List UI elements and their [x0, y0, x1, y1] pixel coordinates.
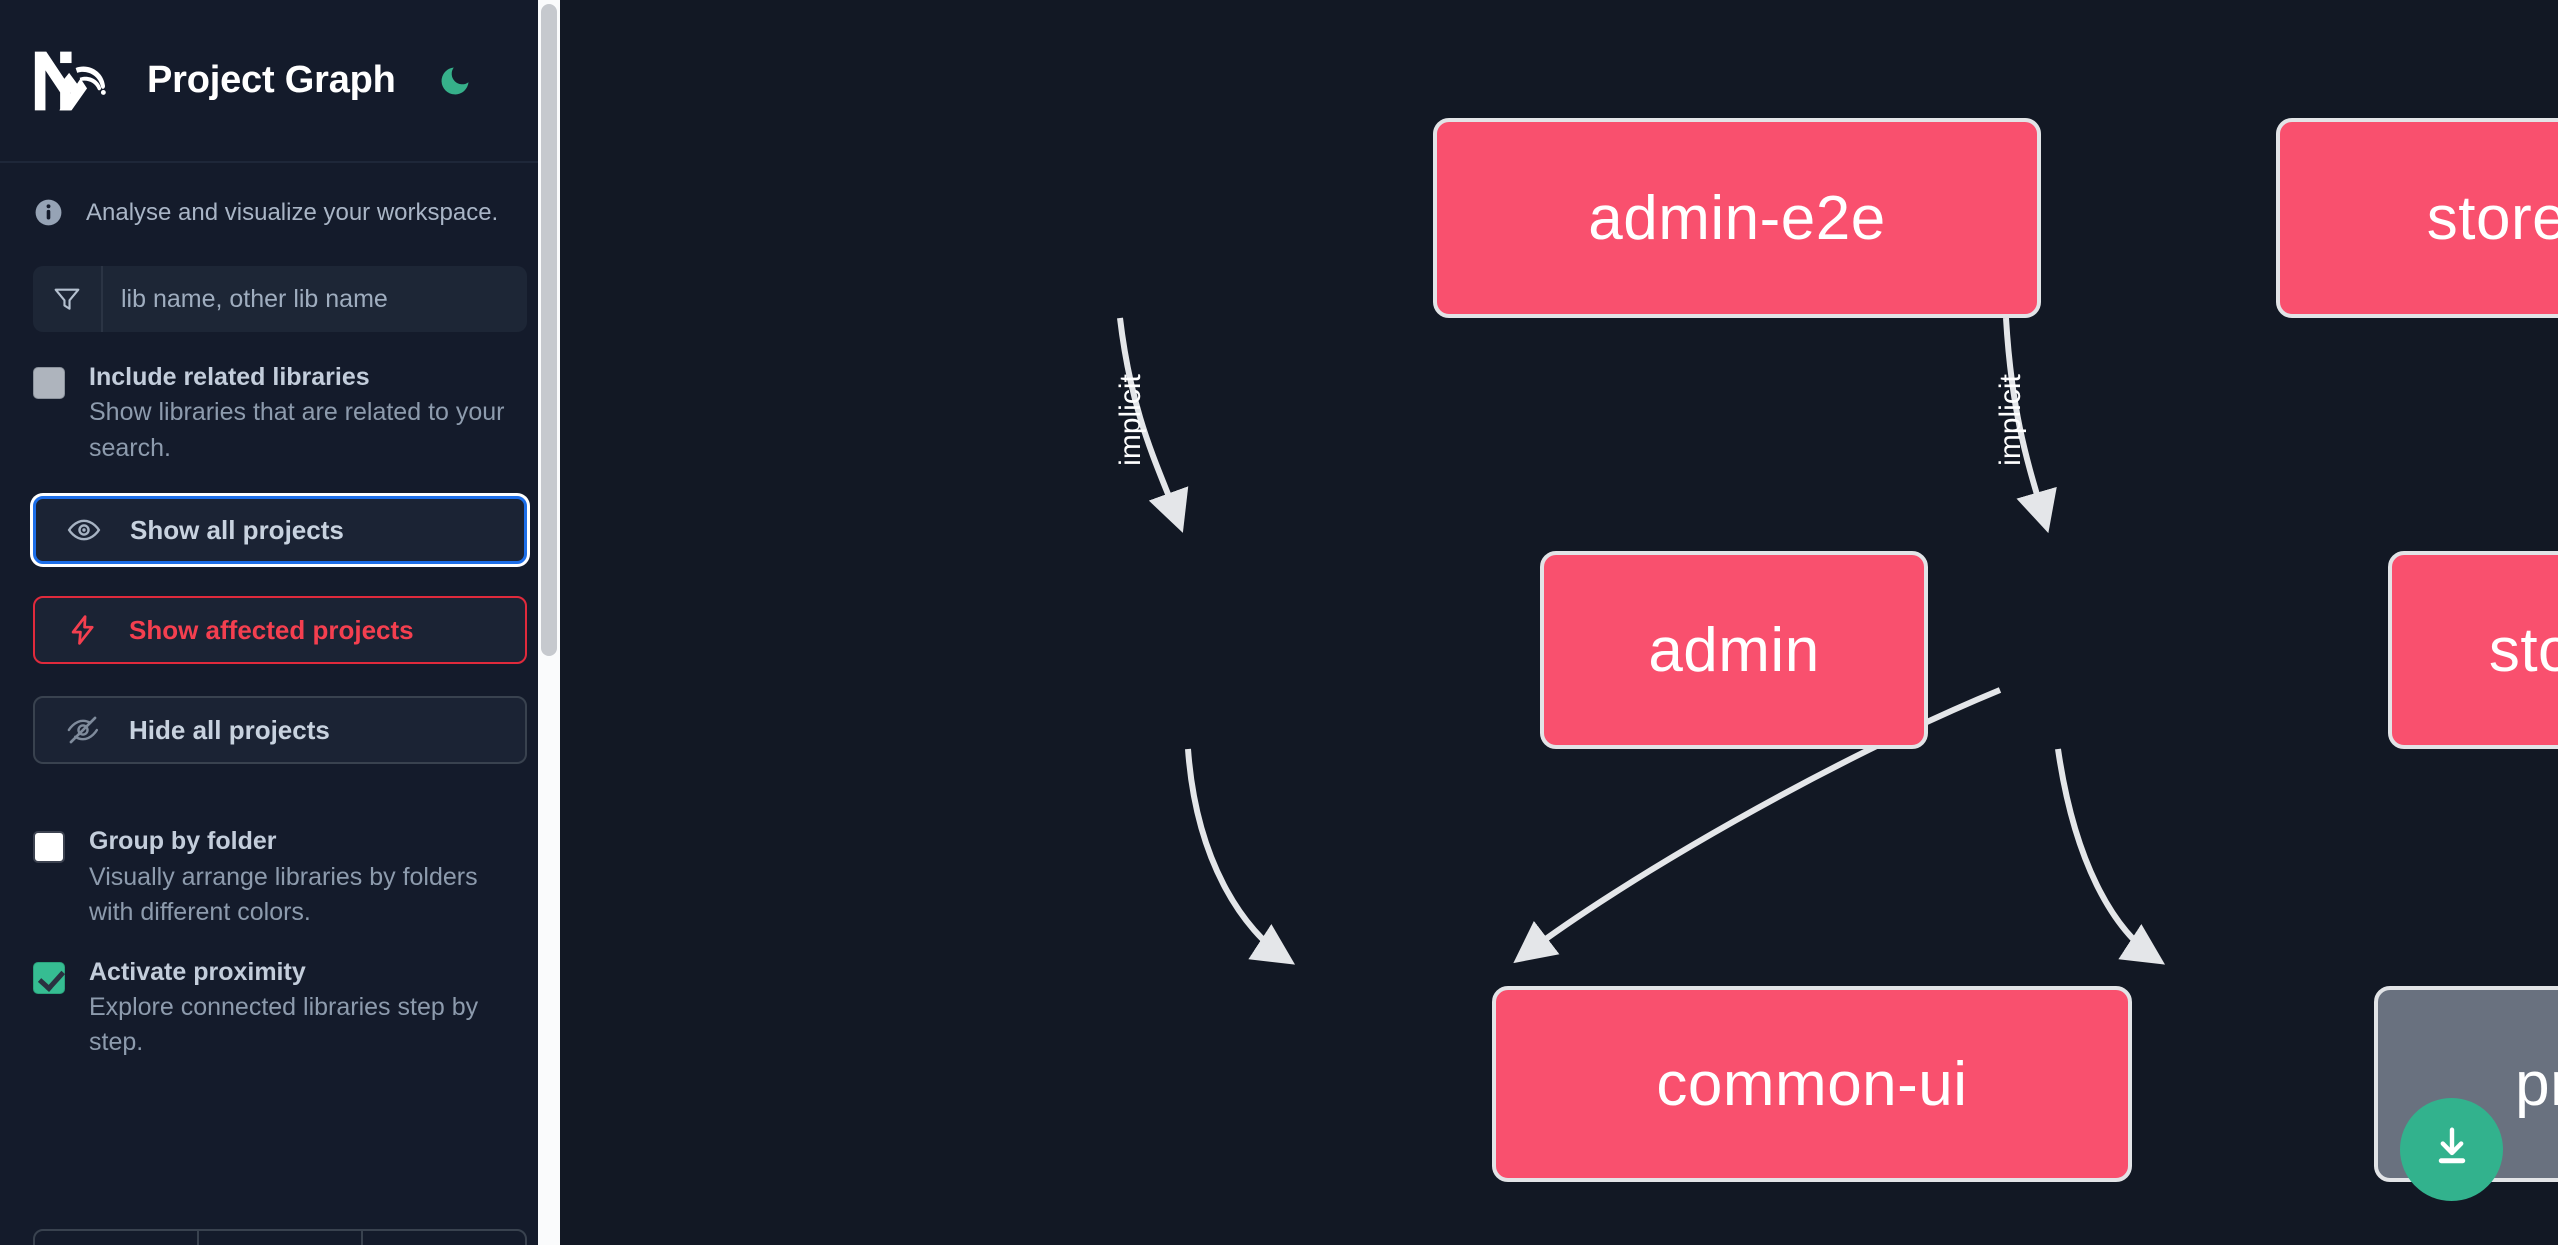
option-subtitle: Show libraries that are related to your … [89, 398, 505, 462]
show-affected-projects-label: Show affected projects [129, 614, 414, 645]
option-title: Activate proximity [89, 957, 306, 986]
option-activate-proximity[interactable]: Activate proximity Explore connected lib… [0, 931, 560, 1061]
group-by-folder-checkbox[interactable] [33, 831, 65, 864]
hide-all-projects-label: Hide all projects [129, 714, 330, 745]
filter-funnel-icon [33, 266, 103, 332]
graph-node-label: store [2488, 615, 2558, 685]
info-icon [33, 197, 64, 228]
stepper-increase-button[interactable] [363, 1231, 525, 1245]
graph-node-store-e2e[interactable]: store-e2e [2276, 118, 2558, 318]
activate-proximity-checkbox[interactable] [33, 961, 65, 994]
sidebar: Project Graph Analyse and visualize your… [0, 0, 560, 1245]
show-all-projects-label: Show all projects [130, 514, 344, 545]
workspace-description: Analyse and visualize your workspace. [0, 163, 560, 228]
show-affected-projects-button[interactable]: Show affected projects [33, 596, 527, 665]
graph-node-label: common-ui [1656, 1049, 1968, 1119]
proximity-stepper-control[interactable] [33, 1229, 527, 1245]
search-section [0, 228, 560, 332]
sidebar-scrollbar[interactable] [538, 0, 560, 1245]
search-box[interactable] [33, 266, 527, 332]
nx-logo [33, 50, 115, 112]
stepper-value [199, 1231, 363, 1245]
graph-node-label: products [2515, 1049, 2558, 1119]
option-group-by-folder[interactable]: Group by folder Visually arrange librari… [0, 796, 560, 930]
graph-node-admin-e2e[interactable]: admin-e2e [1433, 118, 2041, 318]
graph-canvas[interactable]: implicit implicit admin-e2e store-e2e ad… [560, 0, 2558, 1245]
graph-node-label: admin [1648, 615, 1820, 685]
download-graph-button[interactable] [2400, 1098, 2503, 1201]
edge-label-implicit-store: implicit [1994, 374, 2027, 466]
option-include-related-libraries[interactable]: Include related libraries Show libraries… [0, 332, 560, 466]
option-title: Include related libraries [89, 363, 370, 391]
action-buttons: Show all projects Show affected projects [0, 466, 560, 765]
download-icon [2429, 1124, 2475, 1175]
option-title: Group by folder [89, 827, 277, 856]
eye-icon [64, 510, 104, 550]
stepper-decrease-button[interactable] [35, 1231, 199, 1245]
option-subtitle: Explore connected libraries step by step… [89, 992, 479, 1057]
sidebar-header: Project Graph [0, 0, 560, 163]
hide-all-projects-button[interactable]: Hide all projects [33, 696, 527, 765]
graph-node-admin[interactable]: admin [1540, 551, 1928, 749]
graph-node-label: admin-e2e [1588, 183, 1886, 253]
option-subtitle: Visually arrange libraries by folders wi… [89, 862, 478, 927]
eye-off-icon [63, 710, 103, 750]
graph-node-store[interactable]: store [2388, 551, 2558, 749]
moon-icon[interactable] [434, 60, 476, 102]
sidebar-scrollbar-thumb[interactable] [541, 4, 557, 656]
show-all-projects-button[interactable]: Show all projects [33, 496, 527, 565]
graph-node-common-ui[interactable]: common-ui [1492, 986, 2132, 1182]
include-related-libraries-checkbox[interactable] [33, 367, 65, 399]
lightning-bolt-icon [63, 610, 103, 650]
graph-node-label: store-e2e [2426, 183, 2558, 253]
page-title: Project Graph [147, 59, 396, 101]
edge-label-implicit-admin: implicit [1114, 374, 1147, 466]
search-input[interactable] [103, 266, 527, 332]
workspace-description-text: Analyse and visualize your workspace. [86, 198, 499, 226]
